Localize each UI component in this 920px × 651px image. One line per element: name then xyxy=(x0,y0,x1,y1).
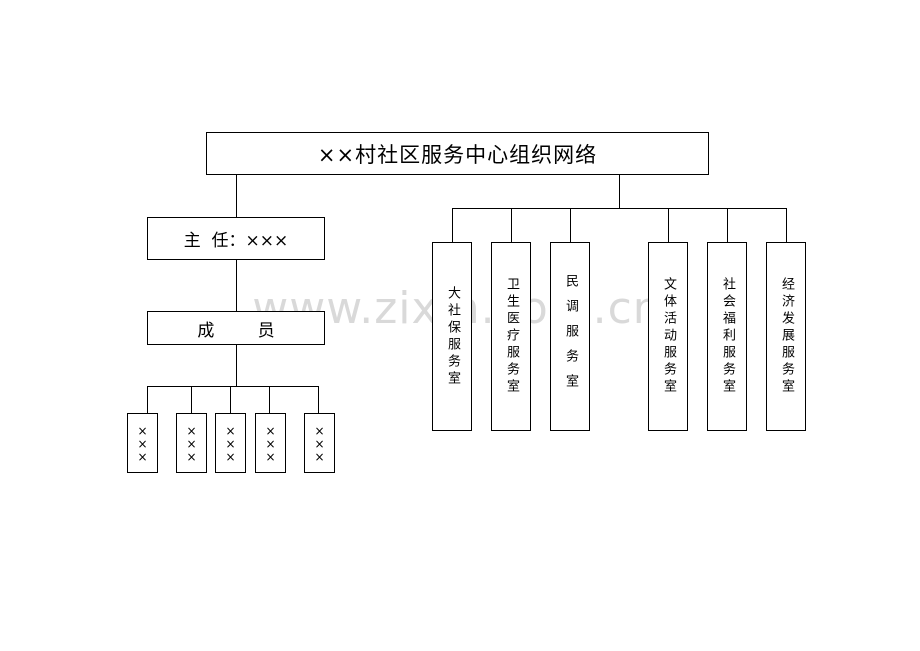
connector-room-2 xyxy=(511,208,512,243)
connector-member-5 xyxy=(318,386,319,413)
connector-title-rooms xyxy=(619,174,620,209)
connector-room-5 xyxy=(727,208,728,243)
room-box-1: 大社保服务室 xyxy=(432,242,472,431)
connector-director-members xyxy=(236,259,237,312)
member-name: ××× xyxy=(184,423,199,463)
director-box: 主 任：××× xyxy=(147,217,325,260)
room-label: 社会福利服务室 xyxy=(720,277,735,396)
room-label: 大社保服务室 xyxy=(445,285,460,388)
member-name: ××× xyxy=(263,423,278,463)
room-box-6: 经济发展服务室 xyxy=(766,242,806,431)
members-label: 成 员 xyxy=(197,320,275,341)
member-name: ××× xyxy=(312,423,327,463)
connector-room-4 xyxy=(668,208,669,243)
room-box-5: 社会福利服务室 xyxy=(707,242,747,431)
room-box-2: 卫生医疗服务室 xyxy=(491,242,531,431)
room-label: 民调服务室 xyxy=(563,274,578,399)
member-box-4: ××× xyxy=(255,413,286,473)
member-name: ××× xyxy=(135,423,150,463)
connector-members-bus xyxy=(236,344,237,387)
title-box: ××村社区服务中心组织网络 xyxy=(206,132,709,175)
members-bus-line xyxy=(147,386,319,387)
page-title: ××村社区服务中心组织网络 xyxy=(317,142,598,167)
connector-member-2 xyxy=(191,386,192,413)
connector-room-1 xyxy=(452,208,453,243)
rooms-bus-line xyxy=(452,208,787,209)
member-box-3: ××× xyxy=(215,413,246,473)
director-label: 主 任：××× xyxy=(183,231,289,251)
members-box: 成 员 xyxy=(147,311,325,345)
member-box-5: ××× xyxy=(304,413,335,473)
room-label: 经济发展服务室 xyxy=(779,277,794,396)
connector-room-3 xyxy=(570,208,571,243)
connector-room-6 xyxy=(786,208,787,243)
connector-member-4 xyxy=(269,386,270,413)
connector-title-director xyxy=(236,174,237,218)
room-label: 卫生医疗服务室 xyxy=(504,277,519,396)
member-box-1: ××× xyxy=(127,413,158,473)
connector-member-1 xyxy=(147,386,148,413)
connector-member-3 xyxy=(230,386,231,413)
member-name: ××× xyxy=(223,423,238,463)
room-box-3: 民调服务室 xyxy=(550,242,590,431)
room-label: 文体活动服务室 xyxy=(661,277,676,396)
member-box-2: ××× xyxy=(176,413,207,473)
room-box-4: 文体活动服务室 xyxy=(648,242,688,431)
